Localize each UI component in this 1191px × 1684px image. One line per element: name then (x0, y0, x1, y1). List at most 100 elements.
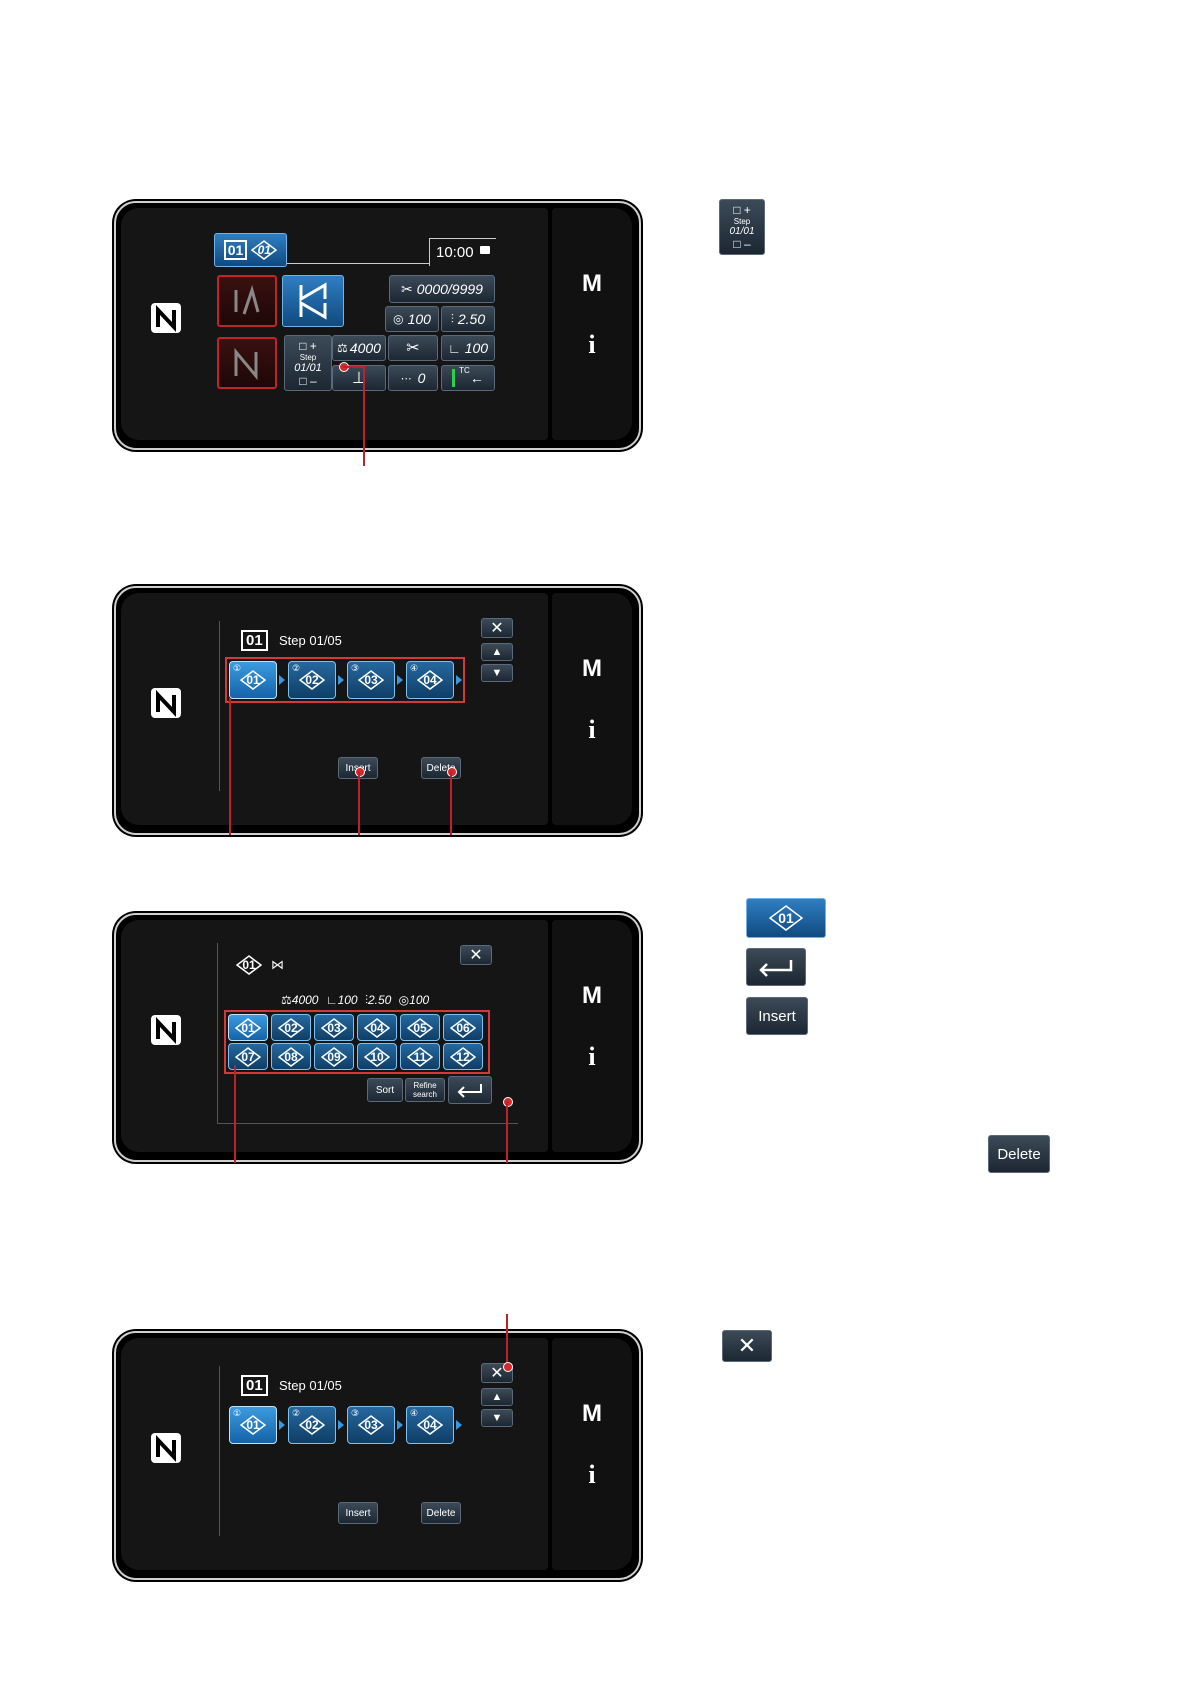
scroll-up-button[interactable]: ▲ (481, 1388, 513, 1406)
side-panel: M i (552, 208, 632, 440)
insert-label: Insert (345, 1507, 371, 1519)
pattern-cell-9[interactable]: 09 (314, 1043, 354, 1070)
pattern-diamond-icon: 01 (769, 905, 803, 931)
callout-dot-insert (355, 767, 365, 777)
step-arrow-icon (456, 1420, 462, 1430)
pitch-button[interactable]: ⫶ 2.50 (441, 306, 495, 332)
triangle-up-icon: ▲ (491, 1391, 503, 1403)
step-pattern-2[interactable]: ② 02 (288, 661, 336, 699)
ref-insert-button: Insert (746, 997, 808, 1035)
reverse-end-button[interactable] (217, 337, 277, 389)
step-button[interactable]: □ + Step 01/01 □ – (284, 335, 332, 391)
pattern-diamond-icon: 02 (278, 1017, 304, 1038)
ref-close-button: ✕ (722, 1330, 772, 1362)
step-order-badge: ④ (410, 663, 419, 673)
side-panel: M i (552, 920, 632, 1152)
nfc-logo-icon (151, 1433, 181, 1463)
left-divider (219, 1366, 220, 1536)
delete-button[interactable]: Delete (421, 1502, 461, 1524)
pattern-diamond-icon: 02 (299, 1415, 325, 1435)
step-order-badge: ② (292, 663, 301, 673)
count-button[interactable]: ⋯ 0 (388, 365, 438, 391)
menu-key[interactable]: M (582, 982, 602, 1009)
step-pattern-4[interactable]: ④ 04 (406, 1406, 454, 1444)
pattern-diamond-icon: 01 (251, 240, 278, 260)
step-pattern-1[interactable]: ① 01 (229, 661, 277, 699)
callout-line-insert (358, 771, 360, 835)
tc-label: TC (459, 366, 470, 375)
scissors-icon: ✂ (406, 340, 420, 357)
pattern-cell-2[interactable]: 02 (271, 1014, 311, 1041)
foot-icon: ∟ (325, 993, 338, 1007)
pattern-diamond-icon: 02 (299, 670, 325, 690)
info-key[interactable]: i (588, 715, 596, 744)
scroll-up-button[interactable]: ▲ (481, 643, 513, 661)
close-icon: ✕ (469, 947, 483, 964)
counter-button[interactable]: ✂ 0000/9999 (389, 275, 495, 303)
callout-line-grid (234, 1065, 236, 1163)
thread-trim-button[interactable]: ✂ (388, 335, 438, 361)
step-pattern-2[interactable]: ② 02 (288, 1406, 336, 1444)
ref-step-plus: □ + (733, 203, 751, 217)
tc-button[interactable]: TC ← (441, 365, 495, 391)
pattern-diamond-icon: 09 (321, 1046, 347, 1067)
enter-button[interactable] (448, 1076, 492, 1104)
pattern-diamond-icon: 01 (236, 955, 262, 975)
pattern-cell-7[interactable]: 07 (228, 1043, 268, 1070)
info-key[interactable]: i (588, 330, 596, 359)
pattern-cell-12[interactable]: 12 (443, 1043, 483, 1070)
tension-icon: ◎ (398, 993, 410, 1007)
pattern-cell-1[interactable]: 01 (228, 1014, 268, 1041)
presser-button[interactable]: ⚖ 4000 (332, 335, 386, 361)
step-pattern-3[interactable]: ③ 03 (347, 661, 395, 699)
sort-label: Sort (375, 1084, 395, 1096)
scroll-down-button[interactable]: ▼ (481, 664, 513, 682)
step-arrow-icon (338, 675, 344, 685)
side-panel: M i (552, 593, 632, 825)
pattern-cell-5[interactable]: 05 (400, 1014, 440, 1041)
close-button[interactable]: ✕ (481, 618, 513, 638)
nfc-logo-icon (151, 1015, 181, 1045)
info-key[interactable]: i (588, 1460, 596, 1489)
reverse-start-button[interactable] (217, 275, 277, 327)
insert-button[interactable]: Insert (338, 1502, 378, 1524)
stitch-pattern-button[interactable] (282, 275, 344, 327)
feed-button[interactable]: ∟ 100 (441, 335, 495, 361)
clock-time: 10:00 (436, 244, 474, 261)
sort-button[interactable]: Sort (367, 1078, 403, 1102)
settings-summary: ⚖4000 ∟100 ⫶2.50 ◎100 (281, 993, 429, 1008)
pattern-cell-8[interactable]: 08 (271, 1043, 311, 1070)
step-order-badge: ① (233, 1408, 242, 1418)
close-button[interactable]: ✕ (460, 945, 492, 965)
pattern-cell-3[interactable]: 03 (314, 1014, 354, 1041)
needle-position-button[interactable]: ⊥ (332, 365, 386, 391)
pitch-value: 2.50 (367, 993, 392, 1007)
pattern-cell-11[interactable]: 11 (400, 1043, 440, 1070)
ref-delete-button: Delete (988, 1135, 1050, 1173)
step-pattern-3[interactable]: ③ 03 (347, 1406, 395, 1444)
menu-key[interactable]: M (582, 655, 602, 682)
tc-green-bar-icon (452, 369, 456, 387)
pattern-cell-6[interactable]: 06 (443, 1014, 483, 1041)
menu-key[interactable]: M (582, 270, 602, 297)
pattern-tab[interactable]: 01 01 (214, 233, 287, 267)
scroll-down-button[interactable]: ▼ (481, 1409, 513, 1427)
pattern-cell-4[interactable]: 04 (357, 1014, 397, 1041)
info-key[interactable]: i (588, 1042, 596, 1071)
pattern-cell-10[interactable]: 10 (357, 1043, 397, 1070)
cycle-pattern-icon: 01 (241, 630, 268, 651)
step-pattern-1[interactable]: ① 01 (229, 1406, 277, 1444)
foot-icon: ∟ (447, 340, 461, 356)
panel-step-edit-screen: 01 Step 01/05 ① 01 ② 02 ③ 03 ④ 04 ✕ ▲ (121, 593, 548, 825)
step-pattern-4[interactable]: ④ 04 (406, 661, 454, 699)
step-order-badge: ② (292, 1408, 301, 1418)
nfc-logo-icon (151, 688, 181, 718)
pattern-diamond-icon: 06 (450, 1017, 476, 1038)
tension-button[interactable]: ◎ 100 (385, 306, 439, 332)
step-label: Step (299, 352, 317, 362)
ref-delete-label: Delete (997, 1145, 1041, 1163)
refine-search-button[interactable]: Refine search (405, 1078, 445, 1102)
close-icon: ✕ (490, 1365, 504, 1382)
feed-value: 100 (337, 993, 358, 1007)
menu-key[interactable]: M (582, 1400, 602, 1427)
